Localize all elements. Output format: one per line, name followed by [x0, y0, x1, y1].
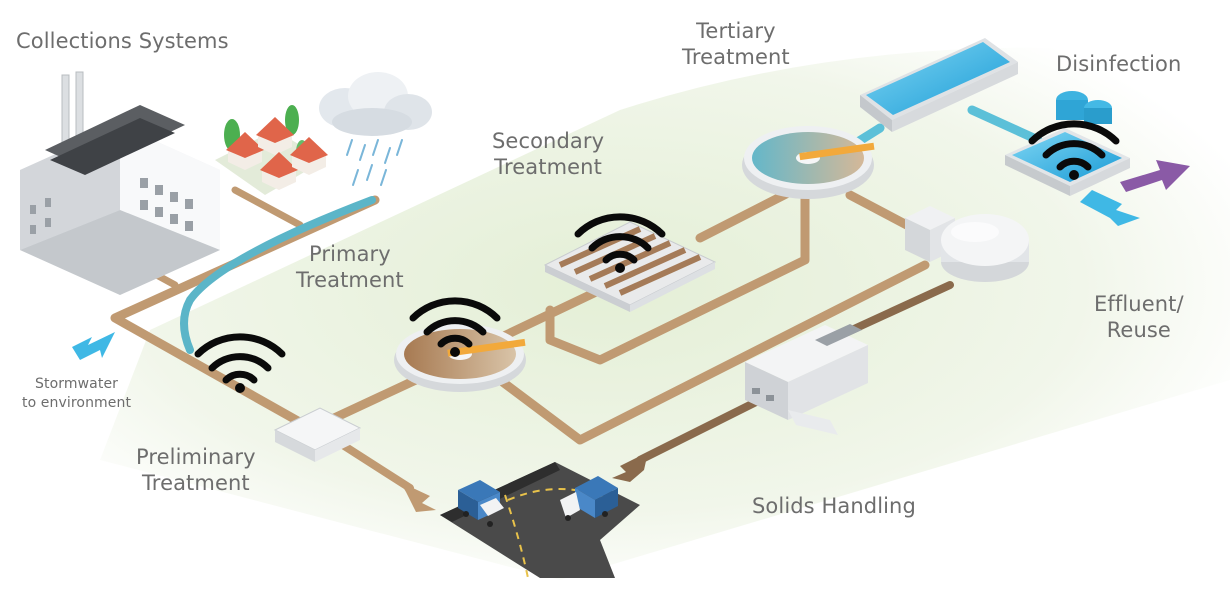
preliminary-unit — [273, 407, 362, 462]
tertiary-filter — [860, 38, 1018, 132]
label-line: Effluent/ — [1094, 292, 1184, 316]
flow-arrows — [72, 160, 1190, 512]
label-stormwater: Stormwater to environment — [22, 375, 131, 413]
label-line: Tertiary — [696, 19, 776, 43]
wifi-icon — [409, 297, 501, 357]
stormwater-channel — [180, 196, 376, 354]
rain-cloud-icon — [319, 72, 432, 186]
label-line: Reuse — [1106, 318, 1171, 342]
label-line: Treatment — [296, 268, 404, 292]
disinfection-tank — [1005, 91, 1130, 196]
label-line: Primary — [308, 242, 391, 266]
label-tertiary-treatment: Tertiary Treatment — [682, 18, 790, 70]
label-line: Treatment — [141, 471, 250, 495]
pipe-secondary-clarifier — [695, 187, 795, 243]
house-pipe — [231, 186, 304, 229]
pipe-prelim-primary — [325, 373, 425, 425]
label-line: Preliminary — [136, 445, 256, 469]
ground-plane — [100, 47, 1230, 580]
label-line: Treatment — [494, 155, 602, 179]
label-solids-handling: Solids Handling — [752, 493, 916, 519]
primary-clarifier — [394, 324, 526, 392]
label-line: Disinfection — [1056, 52, 1182, 76]
arrow-effluent — [1080, 190, 1140, 226]
label-secondary-treatment: Secondary Treatment — [492, 128, 604, 180]
label-preliminary-treatment: Preliminary Treatment — [136, 444, 256, 496]
label-disinfection: Disinfection — [1056, 51, 1181, 77]
label-line: to environment — [22, 395, 132, 411]
secondary-clarifier — [742, 126, 875, 199]
label-line: Solids Handling — [752, 494, 916, 518]
truck-icon — [458, 480, 504, 527]
factory-icon — [20, 71, 220, 295]
label-collections-systems: Collections Systems — [16, 28, 229, 54]
label-line: Treatment — [682, 45, 790, 69]
pipe-primary-sludge — [495, 260, 930, 445]
label-primary-treatment: Primary Treatment — [296, 241, 404, 293]
pipe-solids-truck — [636, 396, 764, 464]
houses-icon — [215, 105, 328, 195]
solids-building — [745, 324, 868, 435]
wifi-icon — [574, 213, 666, 273]
aeration-basin — [543, 221, 717, 312]
label-effluent-reuse: Effluent/ Reuse — [1094, 291, 1184, 343]
storage-tank-icon — [905, 206, 1029, 282]
pipe-tertiary-disinfection — [967, 105, 1043, 145]
label-line: Collections Systems — [16, 29, 229, 53]
label-line: Stormwater — [35, 376, 119, 392]
arrow-reuse — [1120, 160, 1190, 192]
arrow-solids-to-truck — [612, 452, 648, 482]
wifi-icon — [1028, 120, 1120, 180]
pipe-prelim-truck — [331, 436, 414, 492]
truck-icon — [560, 476, 618, 521]
label-line: Secondary — [492, 129, 605, 153]
wifi-icon — [194, 333, 286, 393]
pipe-return-loop — [545, 193, 810, 365]
arrow-prelim-to-truck — [400, 482, 436, 512]
arrow-stormwater — [72, 332, 115, 360]
